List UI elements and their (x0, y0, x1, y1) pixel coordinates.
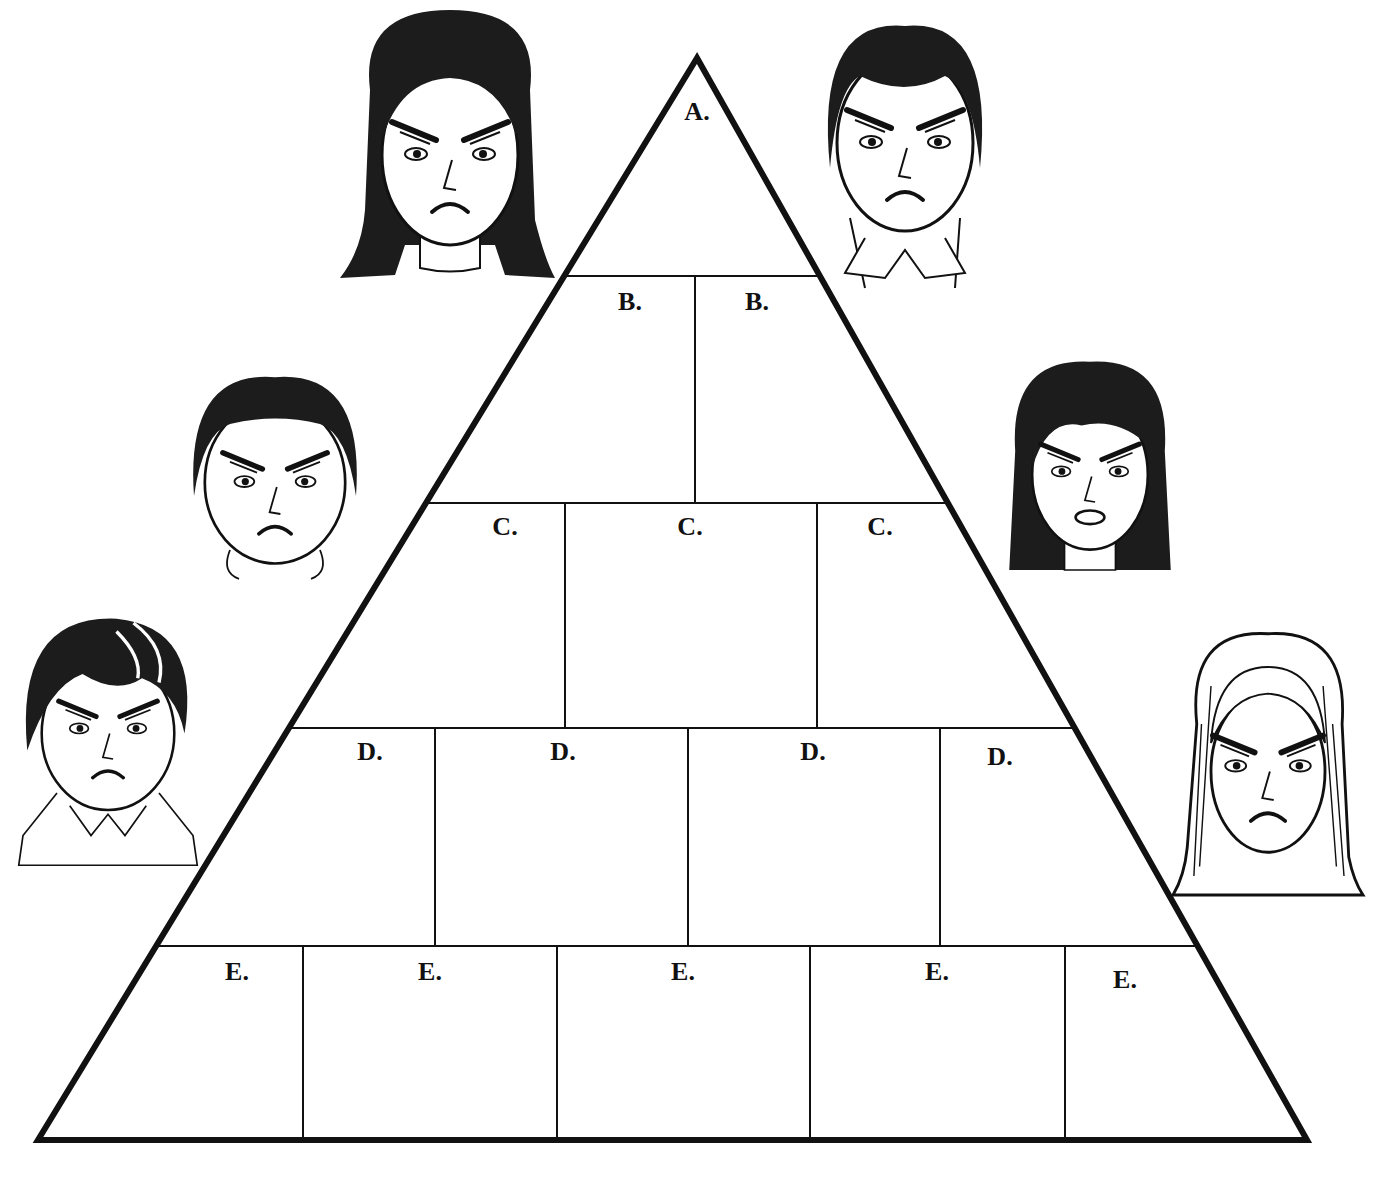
pyramid-cell: D. (354, 736, 385, 769)
pyramid-cell: D. (547, 736, 578, 769)
pyramid-cell: E. (922, 956, 952, 989)
angry-face (340, 10, 555, 278)
angry-face (1173, 634, 1363, 895)
cell-label: E. (671, 958, 695, 987)
angry-face (193, 377, 357, 579)
cell-label: E. (925, 958, 949, 987)
pyramid-cell: C. (674, 511, 705, 544)
angry-face (828, 26, 982, 288)
cell-label: D. (987, 743, 1012, 772)
pyramid-cell: D. (797, 736, 828, 769)
cell-label: C. (867, 513, 892, 542)
pyramid-cell: E. (415, 956, 445, 989)
pyramid-cell: E. (668, 956, 698, 989)
cell-label: D. (357, 738, 382, 767)
pyramid (38, 58, 1307, 1140)
pyramid-cell: D. (984, 741, 1015, 774)
cell-label: B. (745, 288, 769, 317)
angry-face (1009, 362, 1171, 570)
cell-label: C. (492, 513, 517, 542)
pyramid-cell: B. (742, 286, 772, 319)
pyramid-cell: E. (222, 956, 252, 989)
angry-face (19, 619, 198, 866)
pyramid-cell: A. (681, 96, 712, 129)
cell-label: E. (1113, 966, 1137, 995)
pyramid-cell: B. (615, 286, 645, 319)
cell-label: D. (800, 738, 825, 767)
pyramid-cell: C. (489, 511, 520, 544)
cell-label: D. (550, 738, 575, 767)
pyramid-cell: E. (1110, 964, 1140, 997)
pyramid-cell: C. (864, 511, 895, 544)
cell-label: C. (677, 513, 702, 542)
cell-label: B. (618, 288, 642, 317)
cell-label: A. (684, 98, 709, 127)
cell-label: E. (418, 958, 442, 987)
cell-label: E. (225, 958, 249, 987)
